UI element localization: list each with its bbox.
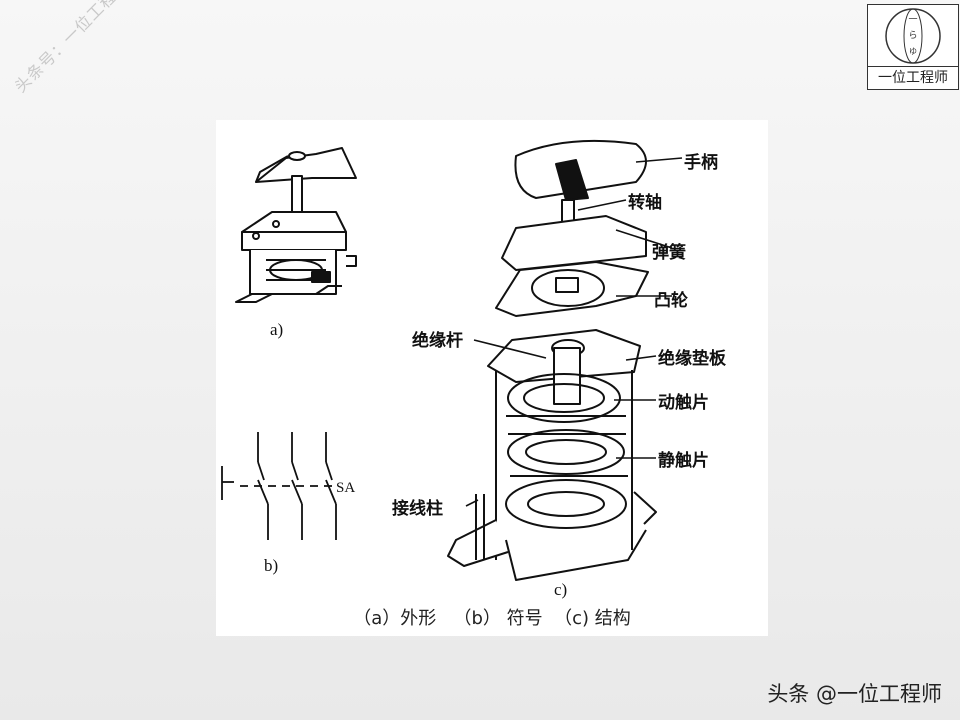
label-insulating-pad: 绝缘垫板 <box>658 349 726 369</box>
svg-text:一: 一 <box>908 15 917 25</box>
label-sa: SA <box>336 480 356 496</box>
footer-attribution: 头条 @一位工程师 <box>767 682 942 706</box>
label-static-contact: 静触片 <box>658 451 709 471</box>
logo-text: 一位工程师 <box>868 66 958 89</box>
label-moving-contact: 动触片 <box>658 393 709 413</box>
figure-caption: （a）外形 （b） 符号 （c) 结构 <box>353 608 631 629</box>
switch-symbol-diagram <box>221 432 337 540</box>
label-shaft: 转轴 <box>628 193 662 213</box>
label-cam: 凸轮 <box>654 291 688 311</box>
leader-lines <box>465 157 683 507</box>
logo-emblem-icon: 一 ら ゆ <box>885 8 941 64</box>
label-terminal: 接线柱 <box>392 499 443 519</box>
svg-text:ら: ら <box>908 30 917 41</box>
label-b: b) <box>264 556 279 575</box>
watermark-text: 头条号：一位工程师 <box>10 0 133 97</box>
label-a: a) <box>270 320 284 339</box>
figure-panel: a) b) SA c) 手柄 转轴 弹簧 凸轮 绝缘杆 绝缘垫板 动触片 静触片… <box>216 120 768 636</box>
switch-exterior-illustration <box>235 147 357 303</box>
label-spring: 弹簧 <box>652 243 686 263</box>
label-insulating-rod: 绝缘杆 <box>412 331 463 351</box>
svg-text:ゆ: ゆ <box>909 47 917 56</box>
switch-exploded-structure <box>447 139 657 581</box>
label-c: c) <box>554 580 568 599</box>
label-handle: 手柄 <box>684 153 718 173</box>
logo: 一 ら ゆ 一位工程师 <box>867 4 959 90</box>
switch-drawing <box>221 139 683 581</box>
